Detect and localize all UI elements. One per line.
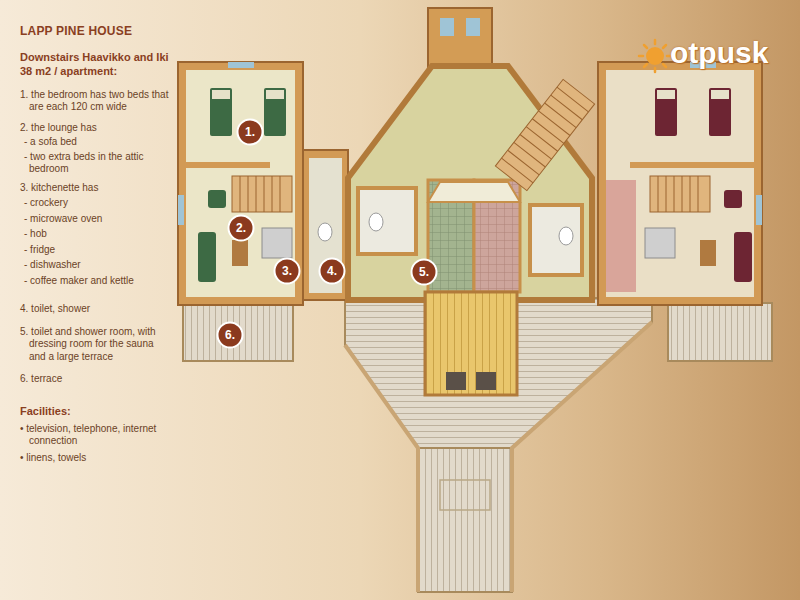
- callout-disc: [238, 120, 263, 145]
- toilet-room: [358, 188, 416, 254]
- stairs: [650, 176, 710, 212]
- staircase: [650, 176, 710, 212]
- wall: [303, 150, 348, 300]
- text-column: LAPP PINE HOUSE Downstairs Haavikko and I…: [20, 24, 170, 464]
- railing: [512, 322, 652, 592]
- list-item: 2. the lounge has: [20, 122, 170, 135]
- floor: [606, 70, 754, 297]
- callout-circle: 6.: [217, 322, 243, 348]
- list-subitem: - fridge: [20, 244, 170, 257]
- sauna: [425, 292, 517, 395]
- toilet: [318, 223, 332, 241]
- stairs: [232, 176, 292, 212]
- callout-number: 2.: [228, 215, 254, 241]
- pillow: [266, 90, 284, 99]
- window: [756, 195, 762, 225]
- sauna-stove: [476, 372, 496, 390]
- table: [232, 240, 248, 266]
- pillow: [657, 90, 675, 99]
- window: [228, 62, 254, 68]
- stair-steps: [240, 176, 280, 212]
- gable: [428, 8, 492, 70]
- sun: [646, 47, 664, 65]
- callout-number: 4.: [319, 258, 345, 284]
- pillow: [711, 90, 729, 99]
- wall: [178, 62, 303, 305]
- kitchen-counter: [645, 228, 675, 258]
- list-subitem: - microwave oven: [20, 213, 170, 226]
- table: [700, 240, 716, 266]
- railing: [345, 345, 418, 592]
- callout-number: 1.: [237, 119, 263, 145]
- stair-steps: [502, 87, 589, 183]
- callout-disc: [412, 260, 437, 285]
- list-item: • television, telephone, internet connec…: [20, 423, 170, 448]
- list-subitem: - a sofa bed: [20, 136, 170, 149]
- wall: [186, 162, 270, 168]
- watermark-sun: [639, 40, 671, 72]
- armchair: [724, 190, 742, 208]
- wall: [598, 62, 762, 305]
- list-subitem: - crockery: [20, 197, 170, 210]
- list-item: • linens, towels: [20, 452, 170, 465]
- wall: [630, 162, 754, 168]
- toilet: [559, 227, 573, 245]
- sauna-stove: [446, 372, 466, 390]
- kitchen-counter: [262, 228, 292, 258]
- staircase: [232, 176, 292, 212]
- callout-disc: [275, 259, 300, 284]
- list-subitem: - two extra beds in the attic bedroom: [20, 151, 170, 176]
- section-heading: Facilities:: [20, 404, 170, 418]
- left-apartment: [178, 62, 348, 305]
- list-subitem: - dishwasher: [20, 259, 170, 272]
- toilet-room: [530, 205, 582, 275]
- callout-circle: 1.: [237, 119, 263, 145]
- list-subitem: - hob: [20, 228, 170, 241]
- left-terrace: [183, 303, 293, 361]
- title: LAPP PINE HOUSE: [20, 24, 170, 38]
- bench: [428, 182, 520, 202]
- list-item: 4. toilet, shower: [20, 303, 170, 316]
- window: [466, 18, 480, 36]
- bed: [709, 88, 731, 136]
- stairs: [495, 79, 594, 190]
- list-subitem: - coffee maker and kettle: [20, 275, 170, 288]
- sofa: [734, 232, 752, 282]
- callout-disc: [229, 216, 254, 241]
- callout-circle: 5.: [411, 259, 437, 285]
- callout-disc: [218, 323, 243, 348]
- callout-circle: 2.: [228, 215, 254, 241]
- stair-steps: [658, 176, 698, 212]
- steps: [440, 480, 490, 510]
- armchair: [208, 190, 226, 208]
- staircase: [495, 79, 594, 190]
- section-heading: Downstairs Haavikko and Iki 38 m2 / apar…: [20, 50, 170, 79]
- callout-number: 3.: [274, 258, 300, 284]
- watermark: otpusk: [670, 36, 768, 70]
- bed: [655, 88, 677, 136]
- sun-rays: [639, 40, 671, 72]
- list-item: 6. terrace: [20, 373, 170, 386]
- callout-circle: 3.: [274, 258, 300, 284]
- callout-disc: [320, 259, 345, 284]
- right-terrace: [668, 303, 772, 361]
- list-item: 3. kitchenette has: [20, 182, 170, 195]
- list-item: 5. toilet and shower room, with dressing…: [20, 326, 170, 364]
- window: [178, 195, 184, 225]
- window: [440, 18, 454, 36]
- callout-number: 6.: [217, 322, 243, 348]
- callout-circle: 4.: [319, 258, 345, 284]
- bathroom-floor: [606, 180, 636, 292]
- right-apartment: [598, 62, 762, 305]
- toilet: [369, 213, 383, 231]
- bed: [264, 88, 286, 136]
- sofa: [198, 232, 216, 282]
- terrace-walkway: [418, 448, 512, 592]
- pillow: [212, 90, 230, 99]
- list-item: 1. the bedroom has two beds that are eac…: [20, 89, 170, 114]
- bed: [210, 88, 232, 136]
- central-hall: [348, 8, 595, 395]
- callout-number: 5.: [411, 259, 437, 285]
